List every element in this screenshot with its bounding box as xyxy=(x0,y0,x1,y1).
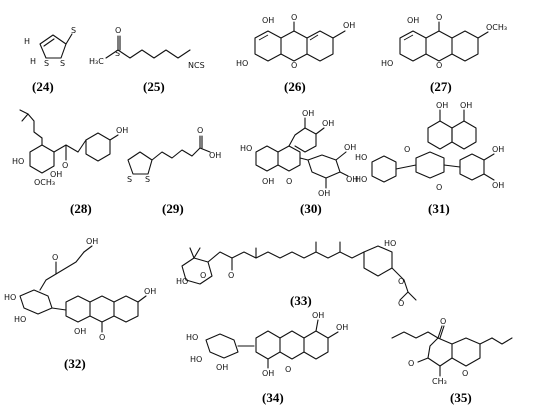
structure-26: OH O OH HO O xyxy=(236,13,355,70)
atom-o: O xyxy=(62,161,68,170)
structure-28: HO OH O OH OCH₃ xyxy=(12,109,128,187)
atom-s: S xyxy=(44,59,49,68)
atom-ho: HO xyxy=(355,153,367,162)
compound-label-31: (31) xyxy=(428,201,450,216)
atom-oh: OH xyxy=(144,287,156,296)
atom-oh: OH xyxy=(216,363,228,372)
compound-label-29: (29) xyxy=(162,201,184,216)
atom-oh: OH xyxy=(344,143,356,152)
atom-oh: OH xyxy=(322,119,334,128)
atom-oh: OH xyxy=(492,145,504,154)
structure-25: O S H₃C NCS xyxy=(89,26,205,70)
atom-ho: HO xyxy=(355,175,367,184)
compound-label-33: (33) xyxy=(290,293,312,308)
atom-och3: OCH₃ xyxy=(486,23,507,32)
atom-oh: OH xyxy=(336,323,348,332)
structure-34: OH OH HO HO OH OH O xyxy=(186,311,348,378)
compound-label-27: (27) xyxy=(430,79,452,94)
atom-oh: OH xyxy=(407,16,419,25)
atom-s: S xyxy=(60,59,65,68)
compound-label-32: (32) xyxy=(64,356,86,371)
atom-h: H xyxy=(30,57,36,66)
atom-ho: HO xyxy=(176,277,188,286)
atom-ho: HO xyxy=(186,333,198,342)
atom-ho: HO xyxy=(384,239,396,248)
atom-o: O xyxy=(285,365,291,374)
atom-s: S xyxy=(71,26,76,35)
atom-o: O xyxy=(228,271,234,280)
atom-o: O xyxy=(291,61,297,70)
atom-ho: HO xyxy=(240,144,252,153)
structure-24: S H H S S xyxy=(24,26,76,68)
atom-o: O xyxy=(436,13,442,22)
atom-o: O xyxy=(52,253,58,262)
atom-o: O xyxy=(408,359,414,368)
atom-o: O xyxy=(436,183,442,192)
atom-oh: OH xyxy=(262,177,274,186)
atom-ho: HO xyxy=(4,293,16,302)
atom-oh: OH xyxy=(262,16,274,25)
compound-label-35: (35) xyxy=(450,390,472,405)
atom-h: H xyxy=(24,37,30,46)
atom-oh: OH xyxy=(116,126,128,135)
atom-oh: OH xyxy=(492,181,504,190)
atom-o: O xyxy=(398,299,404,308)
structure-31: OH OH HO HO OH OH O O xyxy=(355,101,504,192)
compound-label-34: (34) xyxy=(262,390,284,405)
atom-oh: OH xyxy=(346,175,358,184)
atom-oh: OH xyxy=(302,109,314,118)
atom-oh: OH xyxy=(318,189,330,198)
structure-27: OH O OCH₃ HO O xyxy=(381,13,507,70)
atom-ch3: CH₃ xyxy=(432,377,447,386)
atom-o: O xyxy=(436,61,442,70)
atom-o: O xyxy=(115,26,121,35)
compound-label-28: (28) xyxy=(70,201,92,216)
atom-ncs: NCS xyxy=(188,61,205,70)
structure-32: OH O OH HO HO OH O xyxy=(4,237,156,342)
atom-ho: HO xyxy=(236,59,248,68)
atom-oh: OH xyxy=(74,327,86,336)
atom-o: O xyxy=(462,369,468,378)
atom-oh: OH xyxy=(262,369,274,378)
atom-oh: OH xyxy=(436,101,448,110)
structure-29: O OH S S xyxy=(127,126,221,184)
atom-o: O xyxy=(291,13,297,22)
structure-35: O O CH₃ O xyxy=(391,317,513,386)
atom-oh: OH xyxy=(460,101,472,110)
atom-o: O xyxy=(197,126,203,135)
atom-s: S xyxy=(127,175,132,184)
atom-ho: HO xyxy=(12,157,24,166)
structure-33: HO O O HO O O xyxy=(176,239,417,308)
atom-oh: OH xyxy=(312,311,324,320)
compound-label-25: (25) xyxy=(143,79,165,94)
atom-s: S xyxy=(115,49,120,58)
compound-label-24: (24) xyxy=(32,79,54,94)
atom-ho: HO xyxy=(14,315,26,324)
atom-oh: OH xyxy=(50,170,62,179)
atom-o: O xyxy=(398,277,404,286)
atom-o: O xyxy=(286,177,292,186)
compound-label-30: (30) xyxy=(300,201,322,216)
atom-oh: OH xyxy=(86,237,98,246)
structure-30: OH OH HO OH OH OH OH O xyxy=(240,109,358,198)
atom-o: O xyxy=(404,145,410,154)
atom-ho: HO xyxy=(190,355,202,364)
atom-ch3: H₃C xyxy=(89,57,104,66)
atom-o: O xyxy=(440,317,446,326)
compound-label-26: (26) xyxy=(284,79,306,94)
atom-o: O xyxy=(200,271,206,280)
atom-s: S xyxy=(145,175,150,184)
atom-oh: OH xyxy=(343,21,355,30)
atom-oh: OH xyxy=(209,151,221,160)
atom-och3: OCH₃ xyxy=(34,178,55,187)
atom-o: O xyxy=(99,333,105,342)
atom-ho: HO xyxy=(381,59,393,68)
